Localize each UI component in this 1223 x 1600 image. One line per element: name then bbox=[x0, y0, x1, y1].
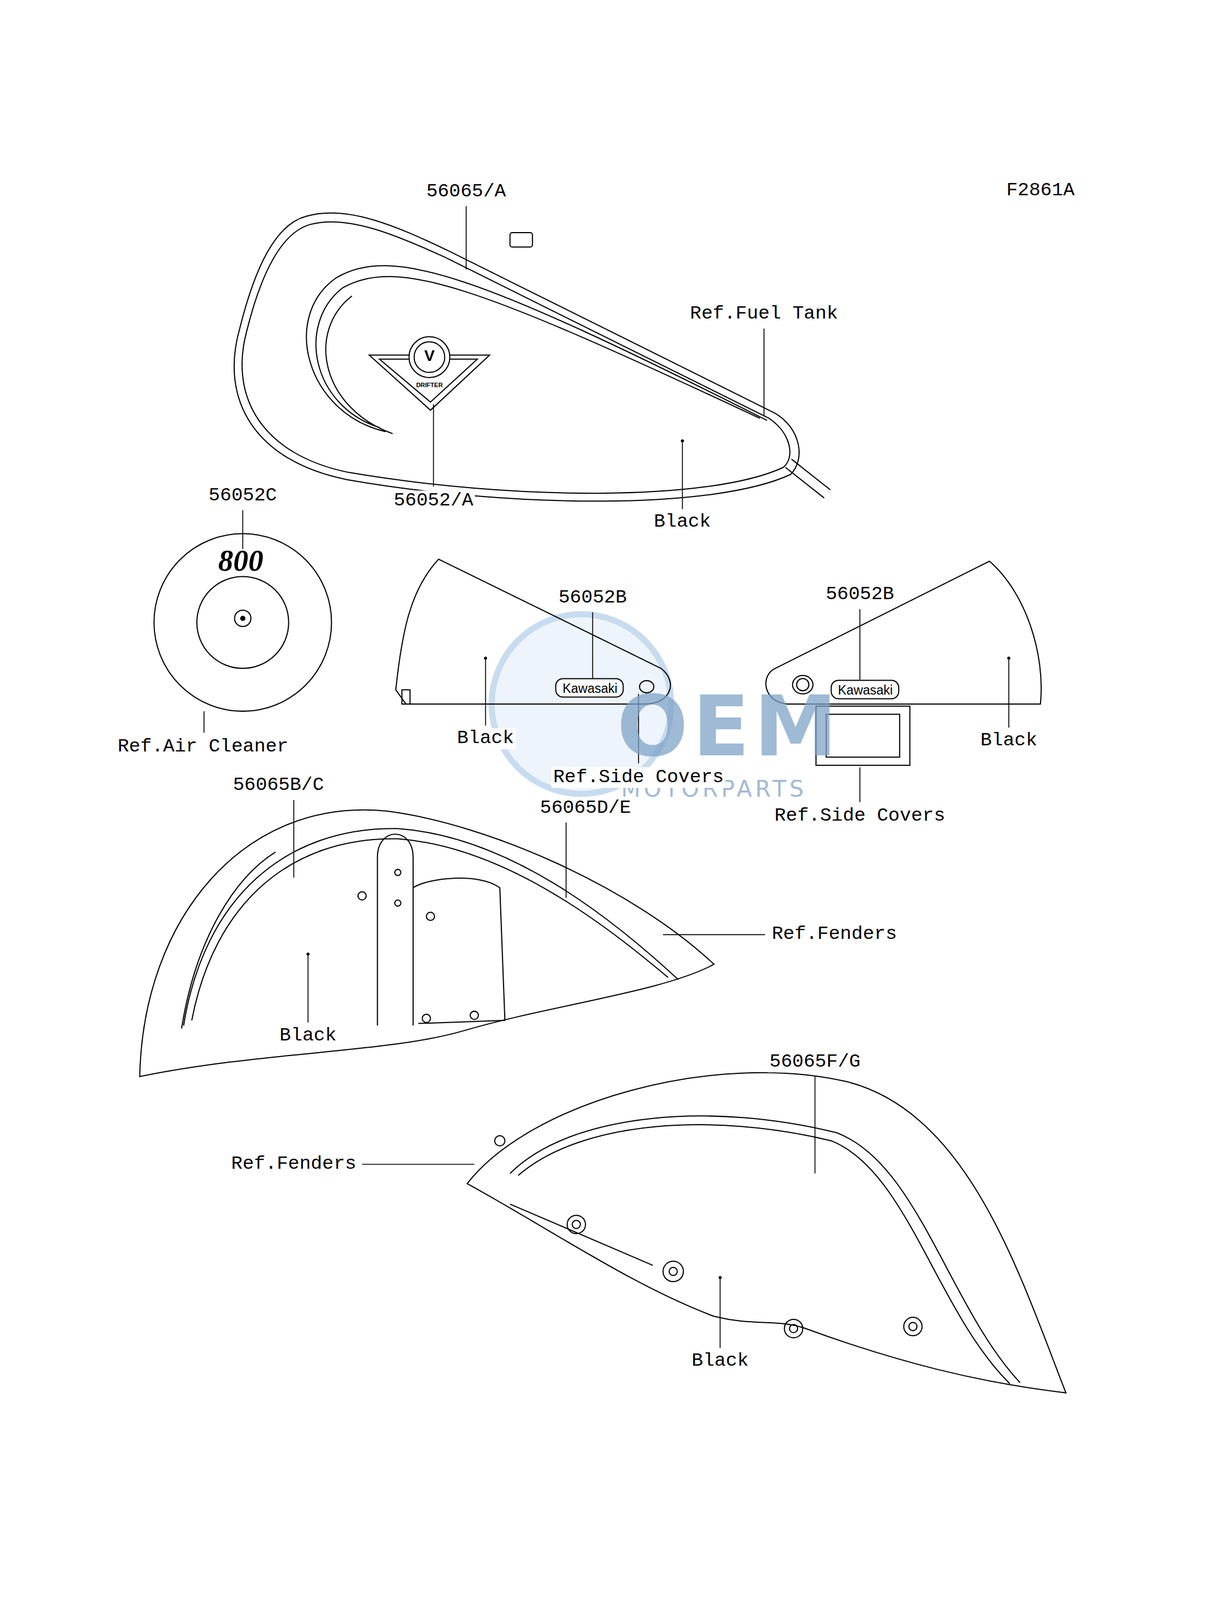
rear-fender bbox=[467, 1072, 1067, 1393]
air-cleaner bbox=[153, 533, 332, 712]
decal-number: 800 bbox=[216, 544, 265, 578]
callout-number: 56065B/C bbox=[231, 775, 326, 796]
logo-badge: Kawasaki bbox=[830, 679, 900, 700]
color-label: Black bbox=[455, 728, 516, 749]
reference-label: Ref.Side Covers bbox=[551, 766, 726, 788]
reference-label: Ref.Fenders bbox=[770, 924, 899, 945]
logo-badge: Kawasaki bbox=[555, 677, 625, 698]
badge-text: Kawasaki bbox=[838, 682, 893, 698]
fuel-tank bbox=[234, 213, 831, 502]
callout-number: 56052C bbox=[206, 485, 279, 506]
watermark: OEM bbox=[615, 680, 844, 773]
color-label: Black bbox=[652, 511, 713, 533]
figure-code: F2861A bbox=[1004, 180, 1076, 201]
emblem-text: DRIFTER bbox=[414, 381, 445, 389]
leader-lines bbox=[204, 205, 1009, 1348]
color-label: Black bbox=[277, 1025, 338, 1046]
badge-text: Kawasaki bbox=[562, 680, 618, 696]
emblem-letter: V bbox=[422, 347, 437, 365]
callout-number: 56065D/E bbox=[538, 797, 633, 819]
front-fender bbox=[139, 809, 715, 1077]
callout-number: 56065/A bbox=[424, 181, 508, 202]
color-label: Black bbox=[689, 1350, 751, 1371]
reference-label: Ref.Side Covers bbox=[772, 805, 947, 827]
callout-number: 56052B bbox=[824, 584, 896, 606]
color-label: Black bbox=[978, 730, 1039, 751]
reference-label: Ref.Air Cleaner bbox=[115, 736, 290, 757]
leader-dots bbox=[306, 438, 1011, 1279]
reference-label: Ref.Fenders bbox=[229, 1153, 359, 1174]
reference-label: Ref.Fuel Tank bbox=[688, 303, 840, 325]
callout-number: 56065F/G bbox=[767, 1051, 863, 1072]
callout-number: 56052B bbox=[556, 587, 628, 608]
callout-number: 56052/A bbox=[392, 490, 476, 511]
